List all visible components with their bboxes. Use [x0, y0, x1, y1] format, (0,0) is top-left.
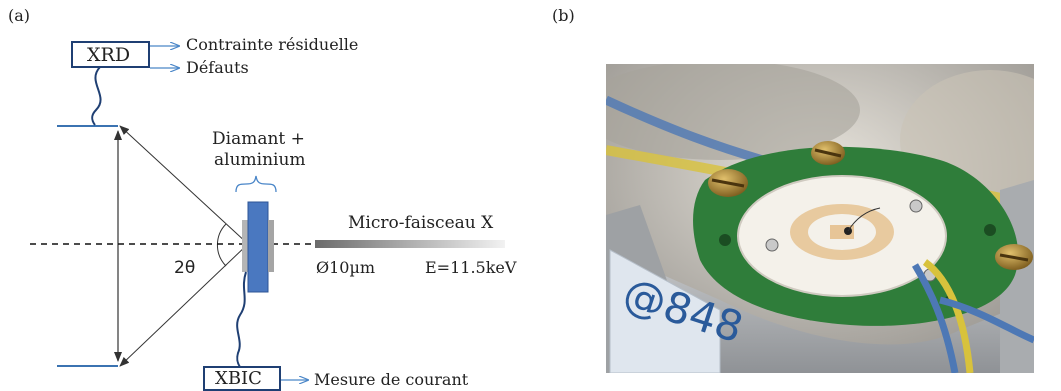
panel-a-diagram	[30, 41, 505, 391]
panel-b-label: (b)	[552, 6, 575, 25]
sample-bracket	[235, 175, 277, 193]
xrd-output-stress: Contrainte résiduelle	[186, 35, 359, 54]
aluminium-layer	[242, 220, 248, 272]
sticker	[609, 249, 721, 373]
panel-a-label: (a)	[8, 6, 31, 25]
angle-label: 2θ	[174, 258, 196, 278]
diamond-sample	[247, 201, 269, 293]
sample-label-line1: Diamant +	[212, 129, 305, 149]
xrd-output-defects: Défauts	[186, 58, 249, 77]
angle-arc	[216, 223, 227, 267]
brass-screw-1	[708, 169, 748, 197]
brass-screw-2	[811, 141, 845, 165]
brass-screw-3	[995, 244, 1033, 270]
xrd-box-label: XRD	[87, 44, 131, 66]
beam-diameter: Ø10µm	[316, 258, 376, 277]
xbic-box-label: XBIC	[215, 368, 262, 389]
xray-beam	[315, 240, 505, 248]
xbic-output: Mesure de courant	[314, 370, 469, 389]
xrd-cable	[91, 66, 102, 126]
beam-energy: E=11.5keV	[425, 258, 517, 277]
diffraction-ray-upper	[119, 125, 249, 245]
blue-wire	[911, 263, 959, 373]
sample-label-line2: aluminium	[214, 150, 306, 170]
panel-b-photo: @848	[606, 64, 1034, 373]
xbic-box	[203, 366, 281, 391]
xbic-cable	[236, 271, 247, 368]
aluminium-contact	[268, 220, 274, 272]
xrd-box	[71, 41, 150, 68]
beam-label: Micro-faisceau X	[348, 213, 494, 233]
diffraction-ray-lower	[119, 243, 249, 367]
